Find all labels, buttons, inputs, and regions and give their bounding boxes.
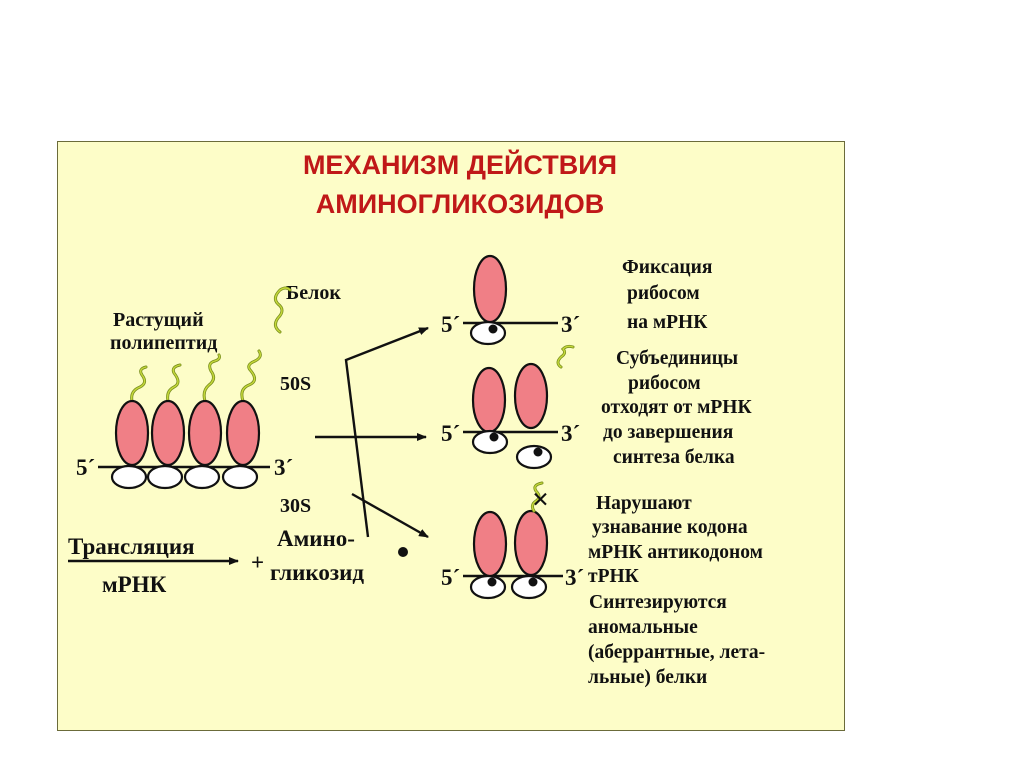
large-subunit-icon [472, 254, 508, 324]
aminoglycoside-label-line2: гликозид [270, 560, 364, 585]
result-misreading: 5´ 3´ × [441, 481, 584, 600]
ribosome [183, 353, 223, 490]
description-line: тРНК [588, 566, 639, 587]
detached-large-subunit-icon [513, 362, 549, 430]
description-line: рибосом [628, 373, 701, 394]
three-prime: 3´ [565, 565, 584, 590]
description-line: аномальные [588, 617, 698, 638]
slide-panel: МЕХАНИЗМ ДЕЙСТВИЯ АМИНОГЛИКОЗИДОВ Растущ… [57, 141, 845, 731]
protein-fragment-icon [273, 286, 292, 334]
large-subunit-icon [187, 399, 223, 467]
description-line: мРНК антикодоном [588, 542, 763, 563]
large-subunit-label: 50S [280, 373, 311, 395]
aminoglycoside-dot-icon [487, 577, 497, 587]
title-line1: МЕХАНИЗМ ДЕЙСТВИЯ [303, 149, 617, 180]
aminoglycoside-dot-icon [398, 547, 408, 557]
five-prime-left: 5´ [76, 455, 95, 480]
aminoglycoside-dot-icon [489, 432, 499, 442]
description-line: Нарушают [596, 493, 692, 514]
large-subunit-icon [472, 510, 508, 578]
large-subunit-icon [150, 399, 186, 467]
growing-polypeptide-label-line1: Растущий [113, 309, 204, 331]
description-line: (аберрантные, лета- [588, 642, 765, 663]
description-fixation: Фиксация рибосом на мРНК [622, 257, 713, 333]
translation-label: Трансляция [68, 534, 195, 559]
large-subunit-icon [513, 509, 549, 577]
description-dissociation: Субъединицы рибосом отходят от мРНК до з… [601, 348, 752, 468]
aminoglycoside-dot-icon [488, 324, 498, 334]
mrna-label: мРНК [102, 572, 167, 597]
three-prime-left: 3´ [274, 455, 293, 480]
branch-arrow-bottom [351, 492, 429, 539]
description-line: рибосом [627, 283, 700, 304]
detached-small-subunit-icon [515, 444, 553, 470]
description-line: узнавание кодона [592, 517, 748, 538]
mechanism-diagram: МЕХАНИЗМ ДЕЙСТВИЯ АМИНОГЛИКОЗИДОВ Растущ… [68, 149, 765, 688]
description-line: отходят от мРНК [601, 397, 752, 418]
ribosome [110, 365, 150, 490]
polysome: 5´ 3´ [76, 349, 293, 490]
small-subunit-icon [510, 574, 548, 600]
description-misreading: Нарушают узнавание кодона мРНК антикодон… [588, 493, 765, 688]
growing-polypeptide-label-line2: полипептид [110, 332, 217, 354]
small-subunit-icon [146, 464, 184, 490]
small-subunit-label: 30S [280, 495, 311, 517]
five-prime: 5´ [441, 312, 460, 337]
small-subunit-icon [469, 320, 507, 346]
aminoglycoside-dot-icon [533, 447, 543, 457]
large-subunit-icon [471, 366, 507, 434]
plus-sign: + [251, 550, 264, 575]
description-line: Синтезируются [589, 592, 727, 613]
description-line: на мРНК [627, 312, 707, 333]
large-subunit-icon [114, 399, 150, 467]
five-prime: 5´ [441, 565, 460, 590]
small-subunit-icon [471, 429, 509, 455]
small-subunit-icon [221, 464, 259, 490]
description-line: Субъединицы [616, 348, 738, 369]
five-prime: 5´ [441, 421, 460, 446]
description-line: Фиксация [622, 257, 713, 278]
small-subunit-icon [110, 464, 148, 490]
result-fixation: 5´ 3´ [441, 254, 580, 346]
branch-arrow-top [344, 326, 429, 538]
protein-label: Белок [286, 282, 341, 304]
title-line2: АМИНОГЛИКОЗИДОВ [316, 189, 604, 219]
ribosome [146, 363, 186, 490]
three-prime: 3´ [561, 421, 580, 446]
small-subunit-icon [469, 574, 507, 600]
released-peptide-icon [556, 344, 575, 369]
aminoglycoside-label-line1: Амино- [277, 526, 355, 551]
ribosome [221, 349, 262, 490]
description-line: синтеза белка [613, 447, 735, 468]
large-subunit-icon [225, 399, 261, 467]
blocked-peptide-icon [530, 481, 544, 513]
description-line: льные) белки [588, 667, 707, 688]
blocked-cross-icon: × [532, 483, 549, 516]
description-line: до завершения [603, 422, 734, 443]
three-prime: 3´ [561, 312, 580, 337]
small-subunit-icon [183, 464, 221, 490]
result-dissociation: 5´ 3´ [441, 344, 580, 470]
aminoglycoside-dot-icon [528, 577, 538, 587]
